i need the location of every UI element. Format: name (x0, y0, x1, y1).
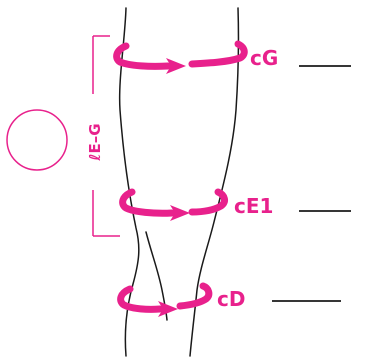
height-bracket (92, 35, 120, 237)
wrap-arrow-icon (166, 58, 186, 74)
band-d (117, 282, 213, 313)
wrap-arrow-icon (158, 301, 178, 317)
label-cd: cD (217, 287, 245, 311)
band-g (113, 40, 248, 70)
wrap-arrow-icon (170, 205, 190, 221)
label-ce1: cE1 (234, 194, 273, 218)
band-e1 (119, 188, 229, 217)
length-label: ℓE–G (86, 123, 104, 161)
circumference-circle-icon (6, 109, 68, 171)
label-cg: cG (250, 46, 278, 70)
